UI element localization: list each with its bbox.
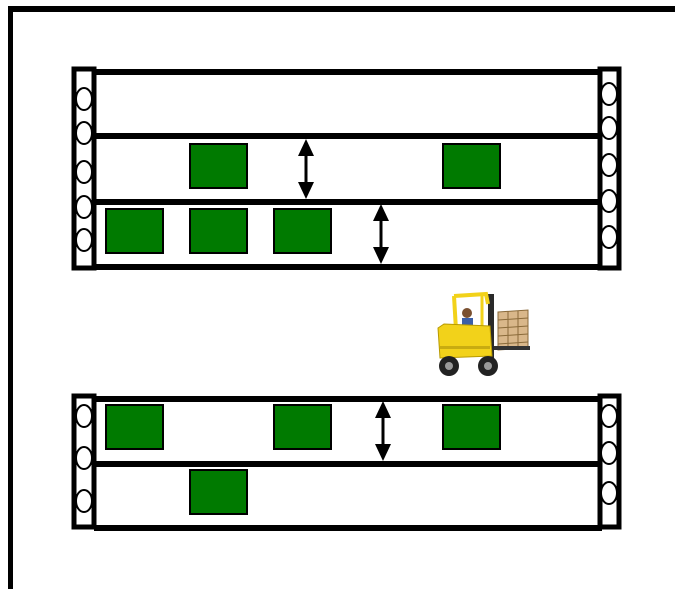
roller-icon xyxy=(600,153,618,177)
double-headed-vertical-arrow-icon xyxy=(373,204,389,264)
roller-icon xyxy=(75,121,93,145)
pallet xyxy=(442,404,501,450)
pallet xyxy=(273,208,332,254)
forklift-body xyxy=(437,323,493,359)
roller-icon xyxy=(75,446,93,470)
top-rack-right-roller-post xyxy=(597,66,622,271)
forklift-forks xyxy=(494,346,530,350)
roller-icon xyxy=(600,481,618,505)
warehouse-top-wall xyxy=(8,6,675,12)
bottom-rack-left-roller-post xyxy=(71,393,97,530)
driver-head xyxy=(462,308,472,318)
roller-icon xyxy=(600,225,618,249)
pallet xyxy=(105,208,164,254)
roller-icon xyxy=(75,195,93,219)
roller-icon xyxy=(75,404,93,428)
roller-icon xyxy=(600,441,618,465)
forklift-mast xyxy=(488,294,494,358)
roller-icon xyxy=(75,228,93,252)
bottom-rack-right-roller-post xyxy=(597,393,622,530)
double-headed-vertical-arrow-icon xyxy=(375,401,391,461)
pallet xyxy=(189,469,248,515)
roller-icon xyxy=(600,189,618,213)
double-headed-vertical-arrow-icon xyxy=(298,139,314,199)
warehouse-left-wall xyxy=(8,6,13,589)
roller-icon xyxy=(75,160,93,184)
roller-icon xyxy=(75,87,93,111)
roller-icon xyxy=(600,116,618,140)
pallet xyxy=(189,208,248,254)
roller-icon xyxy=(600,82,618,106)
forklift-with-pallet-icon xyxy=(437,291,530,376)
top-rack-left-roller-post xyxy=(71,66,97,271)
pallet xyxy=(442,143,501,189)
pallet xyxy=(189,143,248,189)
cargo-stack xyxy=(497,309,529,351)
pallet xyxy=(105,404,164,450)
roller-icon xyxy=(600,404,618,428)
top-rack xyxy=(71,66,622,271)
pallet xyxy=(273,404,332,450)
roller-icon xyxy=(75,489,93,513)
bottom-rack xyxy=(71,393,622,531)
